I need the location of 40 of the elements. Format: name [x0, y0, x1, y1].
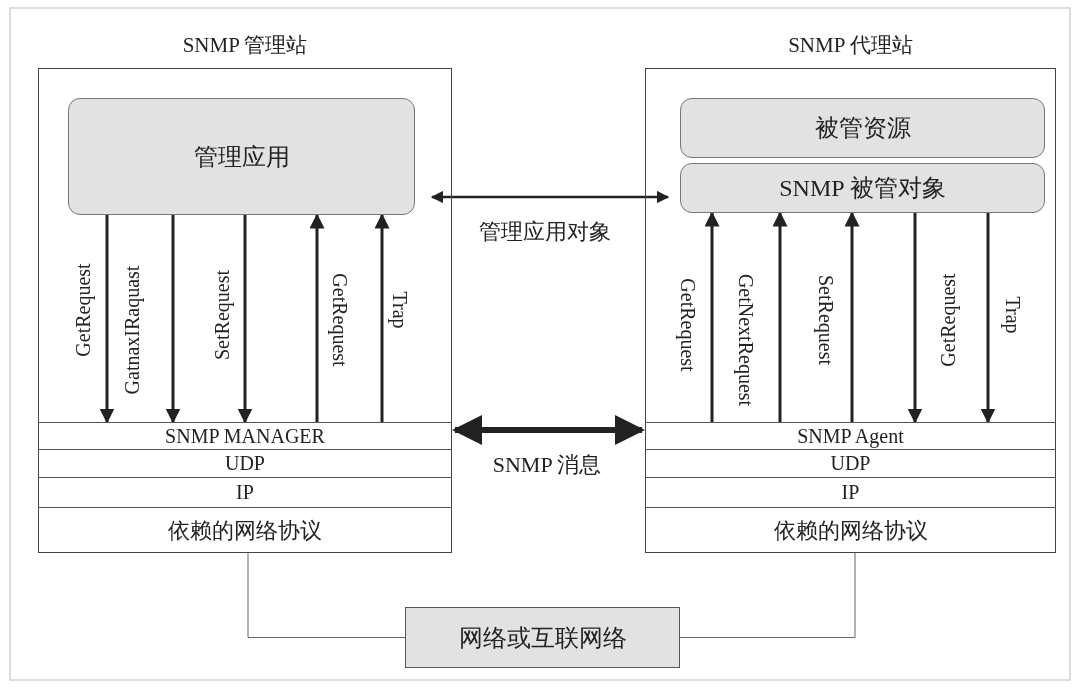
- arrow: [844, 211, 860, 422]
- double-arrow: [452, 415, 645, 445]
- protocol-layer: IP: [38, 477, 452, 507]
- protocol-layer: SNMP Agent: [645, 422, 1056, 449]
- protocol-layer: 依赖的网络协议: [645, 507, 1056, 553]
- arrow: [772, 211, 788, 422]
- edge-label: GetRequest: [330, 273, 350, 367]
- protocol-layer: IP: [645, 477, 1056, 507]
- double-arrow: [430, 190, 670, 204]
- application-box: SNMP 被管对象: [680, 163, 1045, 213]
- edge-label: Trap: [1003, 296, 1023, 334]
- protocol-layer: SNMP MANAGER: [38, 422, 452, 449]
- application-box: 管理应用: [68, 98, 415, 215]
- arrow: [309, 213, 325, 422]
- edge-label: GetRequest: [678, 278, 698, 372]
- protocol-layer: UDP: [645, 449, 1056, 477]
- network-box: 网络或互联网络: [405, 607, 680, 668]
- protocol-layer: 依赖的网络协议: [38, 507, 452, 553]
- connector-line: [247, 552, 406, 638]
- arrow: [704, 211, 720, 422]
- station-heading: SNMP 代理站: [787, 35, 914, 56]
- connector-line: [679, 552, 856, 638]
- arrow: [237, 215, 253, 424]
- edge-label: GetRequest: [73, 263, 93, 357]
- arrow: [374, 213, 390, 422]
- edge-label: GetRequest: [938, 273, 958, 367]
- edge-label: SNMP 消息: [492, 454, 602, 476]
- edge-label: Trap: [390, 291, 410, 329]
- edge-label: GetNextRequest: [736, 273, 756, 407]
- edge-label: SetRequest: [816, 275, 836, 365]
- station-heading: SNMP 管理站: [181, 35, 309, 56]
- edge-label: SetRequest: [212, 270, 232, 360]
- arrow: [980, 213, 996, 424]
- arrow: [907, 213, 923, 424]
- arrow: [99, 215, 115, 424]
- application-box: 被管资源: [680, 98, 1045, 158]
- edge-label: GatnaxIRaquast: [122, 265, 142, 395]
- arrow: [165, 215, 181, 424]
- protocol-layer: UDP: [38, 449, 452, 477]
- edge-label: 管理应用对象: [479, 221, 611, 243]
